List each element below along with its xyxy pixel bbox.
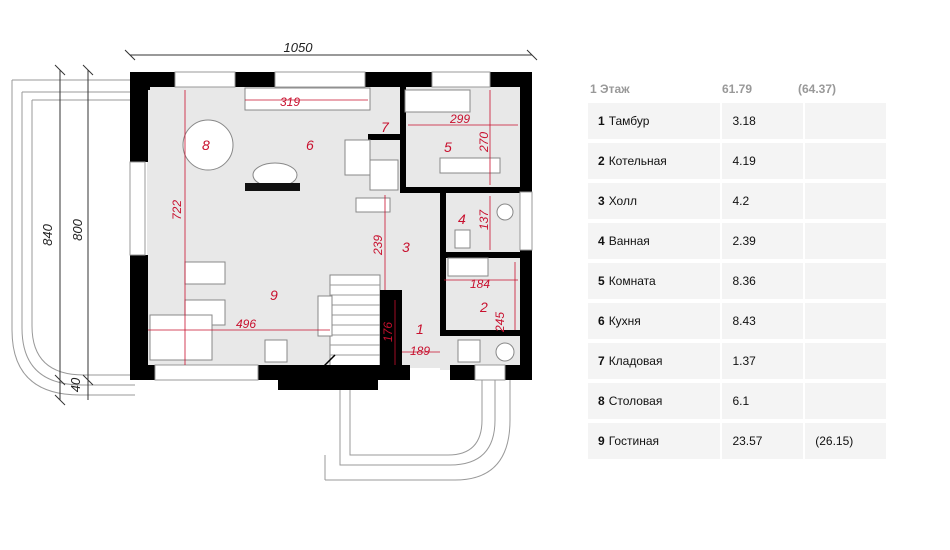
room-number: 8 (598, 394, 605, 408)
room-area: 2.39 (722, 223, 804, 259)
room-number: 4 (598, 234, 605, 248)
room-area: 1.37 (722, 343, 804, 379)
floor-area: 61.79 (722, 82, 753, 96)
room-area-extra (805, 383, 886, 419)
dim-width-total: 1050 (284, 40, 314, 55)
room-area-extra (805, 223, 886, 259)
room-area-extra (805, 343, 886, 379)
room-number-5: 5 (444, 139, 452, 155)
dim-offset-bottom: 40 (68, 377, 83, 392)
room-number-4: 4 (458, 211, 466, 227)
terrace-left (11, 79, 135, 396)
room-number-6: 6 (306, 137, 314, 153)
room-area: 4.19 (722, 143, 804, 179)
room-number: 3 (598, 194, 605, 208)
room-number: 6 (598, 314, 605, 328)
dim-height-outer: 840 (40, 223, 55, 245)
room-name: Кухня (608, 314, 641, 328)
floor-title: 1 Этаж (588, 82, 722, 96)
room-number: 9 (598, 434, 605, 448)
outer-dimension-lines (54, 49, 538, 406)
porch-bottom (324, 380, 511, 481)
inner-dimension-lines (148, 90, 518, 365)
dim-height-inner: 800 (70, 218, 85, 240)
room-area: 8.36 (722, 263, 804, 299)
room-name: Столовая (608, 394, 663, 408)
room-number-3: 3 (402, 239, 410, 255)
table-header: 1 Этаж 61.79 (64.37) (588, 78, 886, 100)
room-area: 6.1 (722, 383, 804, 419)
floor-number: 1 (590, 82, 597, 96)
room-number: 2 (598, 154, 605, 168)
room-name: Комната (608, 274, 656, 288)
room-number: 1 (598, 114, 605, 128)
room-number: 7 (598, 354, 605, 368)
floor-plan: 1050 840 800 40 319 299 270 722 137 239 … (11, 40, 538, 481)
room-number: 5 (598, 274, 605, 288)
floor-label: Этаж (600, 82, 630, 96)
room-name: Тамбур (608, 114, 650, 128)
room-name: Кладовая (608, 354, 663, 368)
windows (129, 71, 533, 381)
dim-270: 270 (477, 132, 491, 153)
room-number-1: 1 (416, 321, 424, 337)
room-area-extra (805, 143, 886, 179)
room-name: Гостиная (608, 434, 660, 448)
room-area-extra (805, 263, 886, 299)
room-number-9: 9 (270, 287, 278, 303)
furniture (149, 87, 515, 363)
room-area: 23.57 (722, 423, 804, 459)
room-area: 4.2 (722, 183, 804, 219)
room-area-extra (805, 303, 886, 339)
room-area: 8.43 (722, 303, 804, 339)
dim-176: 176 (381, 322, 395, 342)
dim-184: 184 (470, 277, 490, 291)
dim-299: 299 (449, 112, 470, 126)
room-area: 3.18 (722, 103, 804, 139)
dim-189: 189 (410, 344, 430, 358)
dim-239: 239 (371, 235, 385, 256)
dim-319: 319 (280, 95, 300, 109)
room-name: Холл (608, 194, 637, 208)
room-name: Котельная (608, 154, 667, 168)
floor-area-total: (64.37) (798, 82, 837, 96)
dim-722: 722 (170, 200, 184, 220)
room-number-2: 2 (479, 299, 488, 315)
room-area-extra (805, 183, 886, 219)
walls (130, 72, 532, 390)
staircase (319, 274, 381, 371)
room-number-7: 7 (381, 119, 390, 135)
dim-496: 496 (236, 317, 256, 331)
room-area-extra (805, 103, 886, 139)
floor-plan-drawing: 1050 840 800 40 319 299 270 722 137 239 … (11, 40, 538, 481)
room-name: Ванная (608, 234, 650, 248)
dim-137: 137 (477, 209, 491, 230)
room-number-8: 8 (202, 137, 210, 153)
dim-245: 245 (493, 312, 507, 333)
room-area-extra: (26.15) (805, 423, 886, 459)
